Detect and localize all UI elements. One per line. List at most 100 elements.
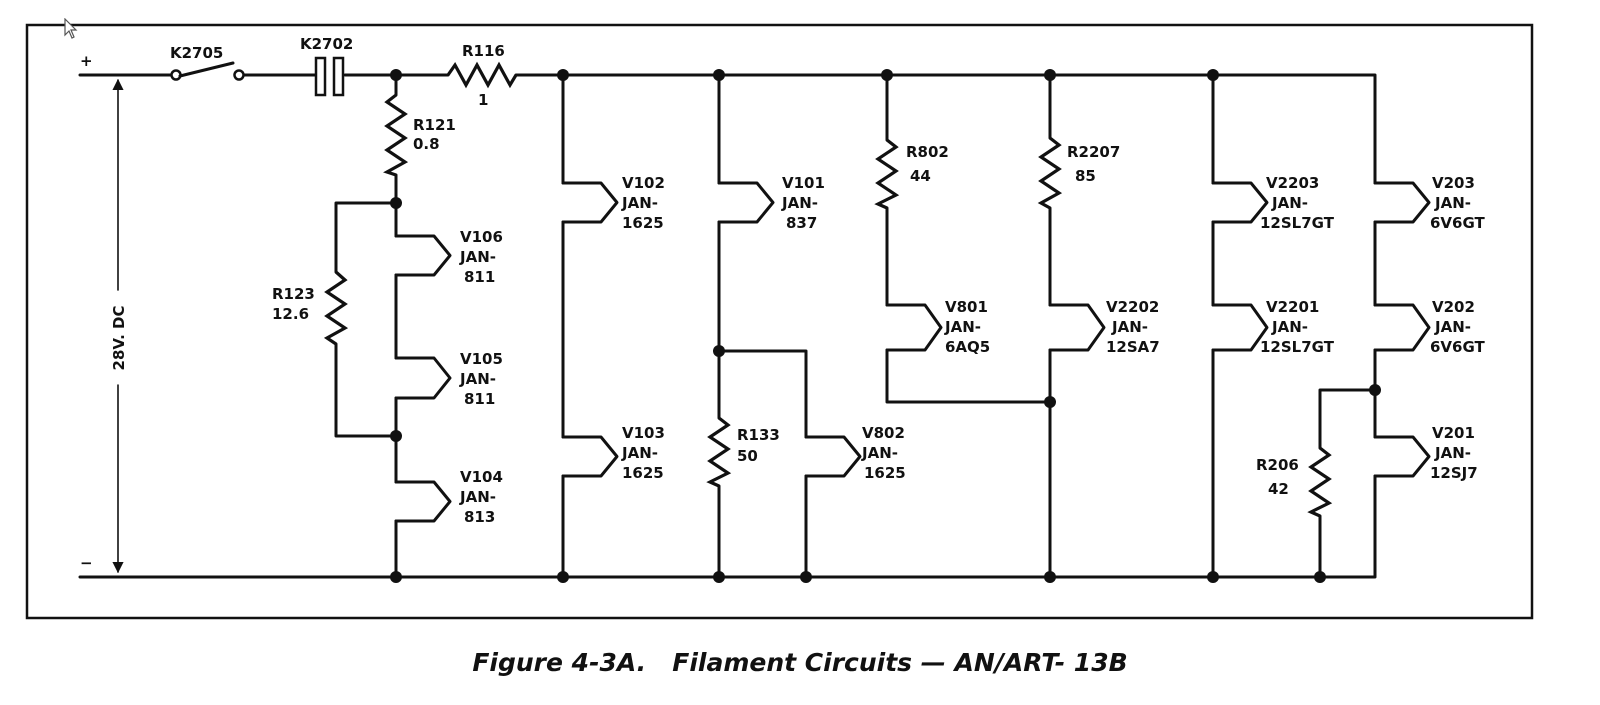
r206-label: R206 (1256, 456, 1299, 474)
r123-label: R123 (272, 285, 315, 303)
junction-dot (1369, 384, 1381, 396)
svg-text:12SL7GT: 12SL7GT (1260, 338, 1335, 356)
figure-caption: Figure 4-3A. Filament Circuits — AN/ART-… (472, 648, 1128, 677)
r2207-resistor (1037, 136, 1063, 210)
positive-bus (78, 73, 1377, 185)
junction-dot (390, 430, 402, 442)
svg-text:JAN-: JAN- (861, 444, 898, 462)
junction-dot (713, 345, 725, 357)
v203-filament (1373, 181, 1431, 224)
branch-g-wires (1318, 220, 1377, 579)
k2702-label: K2702 (300, 35, 353, 53)
k2705-label: K2705 (170, 44, 223, 62)
svg-text:6V6GT: 6V6GT (1430, 338, 1486, 356)
junction-dot (713, 69, 725, 81)
minus-terminal-label: − (80, 554, 93, 572)
r121-label: R121 (413, 116, 456, 134)
junction-dot (1314, 571, 1326, 583)
supply-voltage-label: 28V. DC (110, 306, 128, 371)
svg-text:12SL7GT: 12SL7GT (1260, 214, 1335, 232)
v103-filament (561, 435, 619, 478)
r116-label: R116 (462, 42, 505, 60)
filament-circuit-schematic: + − 28V. DC K2705 K2702 R116 1 R121 0.8 … (25, 23, 1534, 620)
v104-label: V104 JAN- 813 (459, 468, 503, 526)
svg-text:1625: 1625 (622, 464, 664, 482)
svg-text:JAN-: JAN- (1271, 194, 1308, 212)
svg-text:V801: V801 (945, 298, 988, 316)
svg-text:JAN-: JAN- (1434, 194, 1471, 212)
r116-value: 1 (478, 91, 488, 109)
tube-filaments (394, 181, 1431, 523)
r133-resistor (706, 416, 732, 488)
junction-dots (390, 69, 1381, 583)
r121-resistor (383, 93, 409, 177)
negative-bus (78, 474, 1377, 579)
svg-text:V2203: V2203 (1266, 174, 1319, 192)
r121-value: 0.8 (413, 135, 440, 153)
r802-resistor (874, 138, 900, 210)
mouse-pointer-icon (64, 18, 78, 39)
svg-text:V102: V102 (622, 174, 665, 192)
svg-text:JAN-: JAN- (459, 488, 496, 506)
svg-text:V106: V106 (460, 228, 503, 246)
r802-label: R802 (906, 143, 949, 161)
v105-label: V105 JAN- 811 (459, 350, 503, 408)
junction-dot (390, 197, 402, 209)
v2201-filament (1211, 303, 1269, 352)
svg-text:V201: V201 (1432, 424, 1475, 442)
r2207-value: 85 (1075, 167, 1096, 185)
v201-label: V201 JAN- 12SJ7 (1430, 424, 1478, 482)
svg-text:V2202: V2202 (1106, 298, 1159, 316)
svg-text:JAN-: JAN- (459, 248, 496, 266)
svg-text:V2201: V2201 (1266, 298, 1319, 316)
svg-text:6V6GT: 6V6GT (1430, 214, 1486, 232)
plus-terminal-label: + (80, 52, 93, 70)
r133-label: R133 (737, 426, 780, 444)
v103-label: V103 JAN- 1625 (621, 424, 665, 482)
junction-dot (713, 571, 725, 583)
svg-text:813: 813 (464, 508, 495, 526)
svg-text:V103: V103 (622, 424, 665, 442)
junction-dot (390, 69, 402, 81)
svg-text:12SA7: 12SA7 (1106, 338, 1160, 356)
v801-label: V801 JAN- 6AQ5 (944, 298, 990, 356)
svg-text:1625: 1625 (622, 214, 664, 232)
svg-text:JAN-: JAN- (781, 194, 818, 212)
k2702-contact (314, 56, 345, 97)
v2202-label: V2202 JAN- 12SA7 (1106, 298, 1160, 356)
svg-text:JAN-: JAN- (1434, 444, 1471, 462)
v2201-label: V2201 JAN- 12SL7GT (1260, 298, 1335, 356)
svg-text:JAN-: JAN- (459, 370, 496, 388)
svg-text:12SJ7: 12SJ7 (1430, 464, 1478, 482)
v101-label: V101 JAN- 837 (781, 174, 825, 232)
v802-label: V802 JAN- 1625 (861, 424, 906, 482)
svg-text:1625: 1625 (864, 464, 906, 482)
junction-dot (557, 69, 569, 81)
v106-label: V106 JAN- 811 (459, 228, 503, 286)
svg-text:JAN-: JAN- (1111, 318, 1148, 336)
r133-value: 50 (737, 447, 758, 465)
v2202-filament (1048, 303, 1106, 352)
svg-text:V101: V101 (782, 174, 825, 192)
svg-text:811: 811 (464, 390, 495, 408)
junction-dot (800, 571, 812, 583)
v102-filament (561, 181, 619, 224)
junction-dot (881, 69, 893, 81)
v802-filament (804, 435, 862, 478)
r206-value: 42 (1268, 480, 1289, 498)
diagram-frame (25, 23, 1534, 620)
svg-text:V802: V802 (862, 424, 905, 442)
r2207-label: R2207 (1067, 143, 1120, 161)
v202-label: V202 JAN- 6V6GT (1430, 298, 1486, 356)
junction-dot (390, 571, 402, 583)
svg-text:JAN-: JAN- (621, 444, 658, 462)
svg-text:837: 837 (786, 214, 817, 232)
v2203-filament (1211, 181, 1269, 224)
svg-text:JAN-: JAN- (1434, 318, 1471, 336)
svg-text:811: 811 (464, 268, 495, 286)
v102-label: V102 JAN- 1625 (621, 174, 665, 232)
junction-dot (1044, 396, 1056, 408)
svg-text:6AQ5: 6AQ5 (945, 338, 990, 356)
k2705-switch (168, 61, 245, 81)
v801-filament (885, 303, 943, 352)
